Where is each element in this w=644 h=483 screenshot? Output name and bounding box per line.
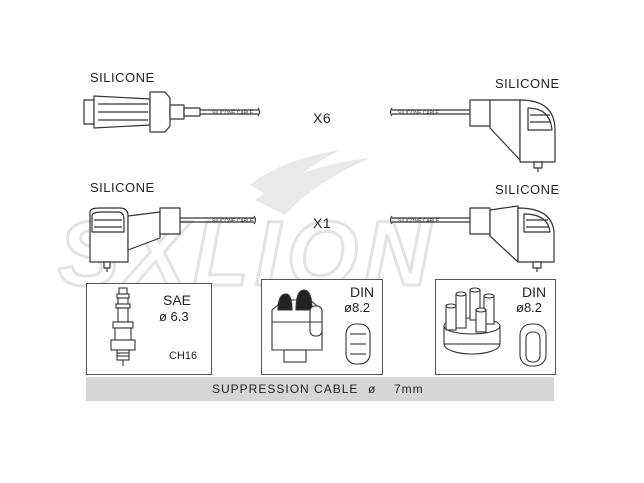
sae-diameter: ø 6.3 [159,309,189,324]
silicone-label-top-right: SILICONE [495,76,560,91]
cable-print-top-left: SILICONE CABLE [212,111,254,117]
din-terminal-box-left: DIN ø8.2 [261,279,383,375]
cable-print-top-right: SILICONE CABLE [398,111,440,117]
din-diameter-right: ø8.2 [516,300,543,315]
silicone-label-top-left: SILICONE [90,70,155,85]
sae-label: SAE [163,292,192,308]
quantity-x6: X6 [313,110,332,126]
coil-connector-icon [271,289,371,365]
distributor-cap-icon [443,287,547,367]
suppression-cable-bar: SUPPRESSION CABLE ø 7mm [86,377,554,401]
cable-print-mid-left: SILICONE CABLE [212,219,254,225]
angled-boot-top-right [389,99,556,172]
silicone-label-mid-right: SILICONE [495,182,560,197]
din-label-left: DIN [350,284,375,300]
sae-ch16: CH16 [169,350,198,362]
din-diameter-left: ø8.2 [344,300,371,315]
quantity-x1: X1 [313,215,332,231]
straight-boot-connector [83,91,261,133]
angled-boot-mid-right [389,205,555,272]
sae-terminal-box: SAE ø 6.3 CH16 [86,283,212,375]
suppression-cable-text: SUPPRESSION CABLE [212,382,359,396]
din-terminal-box-right: DIN ø8.2 [435,279,556,375]
angled-boot-mid-left [89,207,257,272]
cable-print-mid-right: SILICONE CABLE [398,219,440,225]
din-label-right: DIN [522,284,547,300]
diameter-symbol: ø [368,382,377,396]
silicone-label-mid-left: SILICONE [90,180,155,195]
spark-plug-icon [110,287,136,366]
cable-size: 7mm [394,382,424,396]
